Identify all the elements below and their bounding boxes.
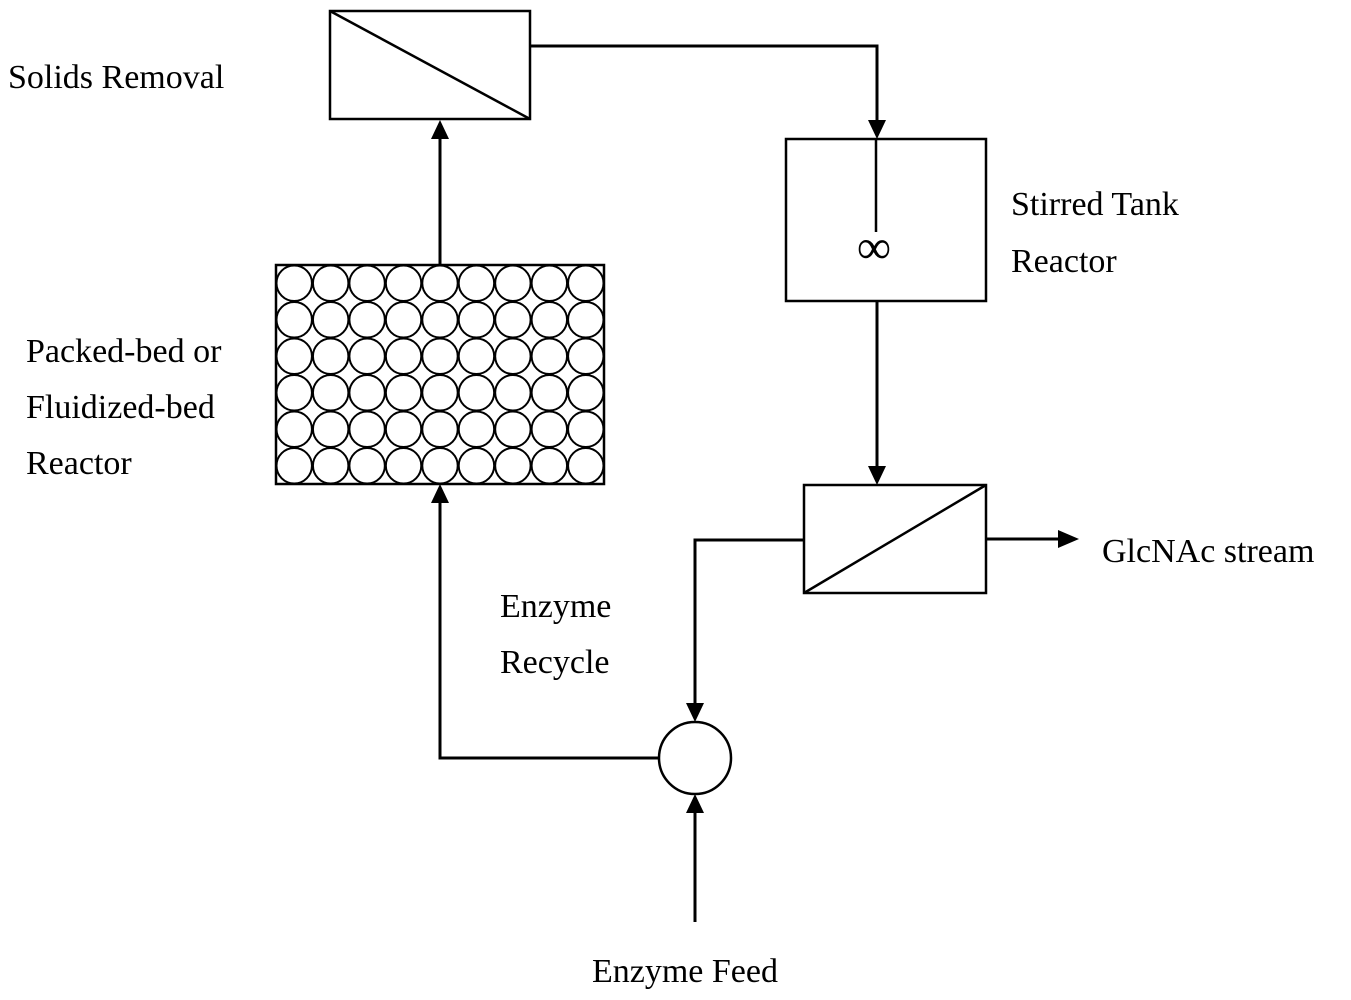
packed-bed-pellet xyxy=(457,447,496,485)
packed-bed-pellet xyxy=(494,337,532,375)
packed-bed-pellet xyxy=(348,447,386,485)
packed-bed-reactor xyxy=(274,263,606,486)
flow-lines xyxy=(438,44,1062,922)
arrowhead-recycle-into-mixer xyxy=(686,703,704,722)
packed-bed-pellet xyxy=(421,410,459,448)
packed-bed-pellet xyxy=(421,264,459,302)
label-enzyme-recycle-line2: Recycle xyxy=(500,644,610,681)
stirred-tank-reactor: ∞ xyxy=(784,137,988,303)
packed-bed-pellet xyxy=(494,447,532,485)
flow-line-mixer-to-packed-bed xyxy=(438,500,659,760)
packed-bed-pellet xyxy=(567,374,605,412)
packed-bed-pellet xyxy=(275,337,313,375)
arrowhead-feed-into-mixer xyxy=(686,794,704,813)
packed-bed-pellet xyxy=(494,264,532,302)
packed-bed-pellet xyxy=(567,410,605,448)
label-packed-bed-line2: Fluidized-bed xyxy=(26,389,215,426)
arrowhead-into-packed-bed xyxy=(431,484,449,503)
packed-bed-pellet xyxy=(530,374,569,412)
packed-bed-pellet xyxy=(530,447,569,485)
flow-line-solids-to-tank xyxy=(530,44,879,124)
packed-bed-pellet xyxy=(384,264,423,302)
packed-bed-pellet xyxy=(457,410,496,448)
packed-bed-pellet xyxy=(530,337,569,375)
packed-bed-pellet xyxy=(275,374,313,412)
packed-bed-pellet xyxy=(348,301,386,339)
arrowhead-into-solids-removal xyxy=(431,120,449,139)
label-stirred-tank-line2: Reactor xyxy=(1011,243,1117,280)
agitator-icon: ∞ xyxy=(857,221,891,274)
packed-bed-pellet xyxy=(311,337,350,375)
packed-bed-pellet xyxy=(421,337,459,375)
packed-bed-pellet xyxy=(494,374,532,412)
packed-bed-pellet xyxy=(421,301,459,339)
packed-bed-pellet xyxy=(421,374,459,412)
packed-bed-pellet xyxy=(567,337,605,375)
packed-bed-pellet xyxy=(384,447,423,485)
packed-bed-pellet xyxy=(311,264,350,302)
label-stirred-tank-line1: Stirred Tank xyxy=(1011,186,1179,223)
packed-bed-pellet xyxy=(275,301,313,339)
label-enzyme-recycle-line1: Enzyme xyxy=(500,588,611,625)
packed-bed-pellet xyxy=(567,301,605,339)
packed-bed-pellet xyxy=(311,447,350,485)
packed-bed-pellet xyxy=(348,337,386,375)
label-packed-bed-line1: Packed-bed or xyxy=(26,333,222,370)
arrowheads xyxy=(431,120,1079,813)
mixing-node xyxy=(657,720,733,796)
packed-bed-pellet xyxy=(311,301,350,339)
solids-removal-unit xyxy=(328,9,532,121)
packed-bed-pellet xyxy=(457,301,496,339)
packed-bed-pellet xyxy=(421,447,459,485)
label-solids-removal: Solids Removal xyxy=(8,59,224,96)
packed-bed-pellet xyxy=(384,410,423,448)
packed-bed-pellet xyxy=(530,301,569,339)
packed-bed-pellet xyxy=(457,264,496,302)
label-glcnac-stream: GlcNAc stream xyxy=(1102,533,1314,570)
packed-bed-pellet xyxy=(530,264,569,302)
packed-bed-pellet xyxy=(494,301,532,339)
packed-bed-pellet xyxy=(311,410,350,448)
packed-bed-pellet xyxy=(311,374,350,412)
membrane-separator-unit xyxy=(802,483,988,595)
stirred-tank-box xyxy=(784,137,988,303)
solids-removal-membrane-line xyxy=(329,9,531,121)
arrowhead-glcnac-stream xyxy=(1058,530,1079,548)
membrane-separator-line xyxy=(803,483,987,595)
packed-bed-pellet xyxy=(348,410,386,448)
packed-bed-pellet xyxy=(384,337,423,375)
arrowhead-into-separator xyxy=(868,466,886,485)
packed-bed-pellet xyxy=(530,410,569,448)
packed-bed-pellet xyxy=(457,337,496,375)
label-enzyme-feed: Enzyme Feed xyxy=(592,953,778,990)
packed-bed-pellet xyxy=(348,374,386,412)
packed-bed-pellet xyxy=(275,410,313,448)
packed-bed-pellets xyxy=(275,264,605,485)
packed-bed-pellet xyxy=(567,447,605,485)
packed-bed-pellet xyxy=(348,264,386,302)
packed-bed-pellet xyxy=(275,264,313,302)
packed-bed-pellet xyxy=(567,264,605,302)
flow-line-separator-to-mixer xyxy=(693,538,804,707)
labels: Solids Removal Stirred Tank Reactor Pack… xyxy=(8,59,1314,990)
packed-bed-pellet xyxy=(494,410,532,448)
packed-bed-pellet xyxy=(384,374,423,412)
packed-bed-pellet xyxy=(384,301,423,339)
label-packed-bed-line3: Reactor xyxy=(26,445,132,482)
packed-bed-pellet xyxy=(275,447,313,485)
arrowhead-into-stirred-tank xyxy=(868,120,886,139)
packed-bed-pellet xyxy=(457,374,496,412)
